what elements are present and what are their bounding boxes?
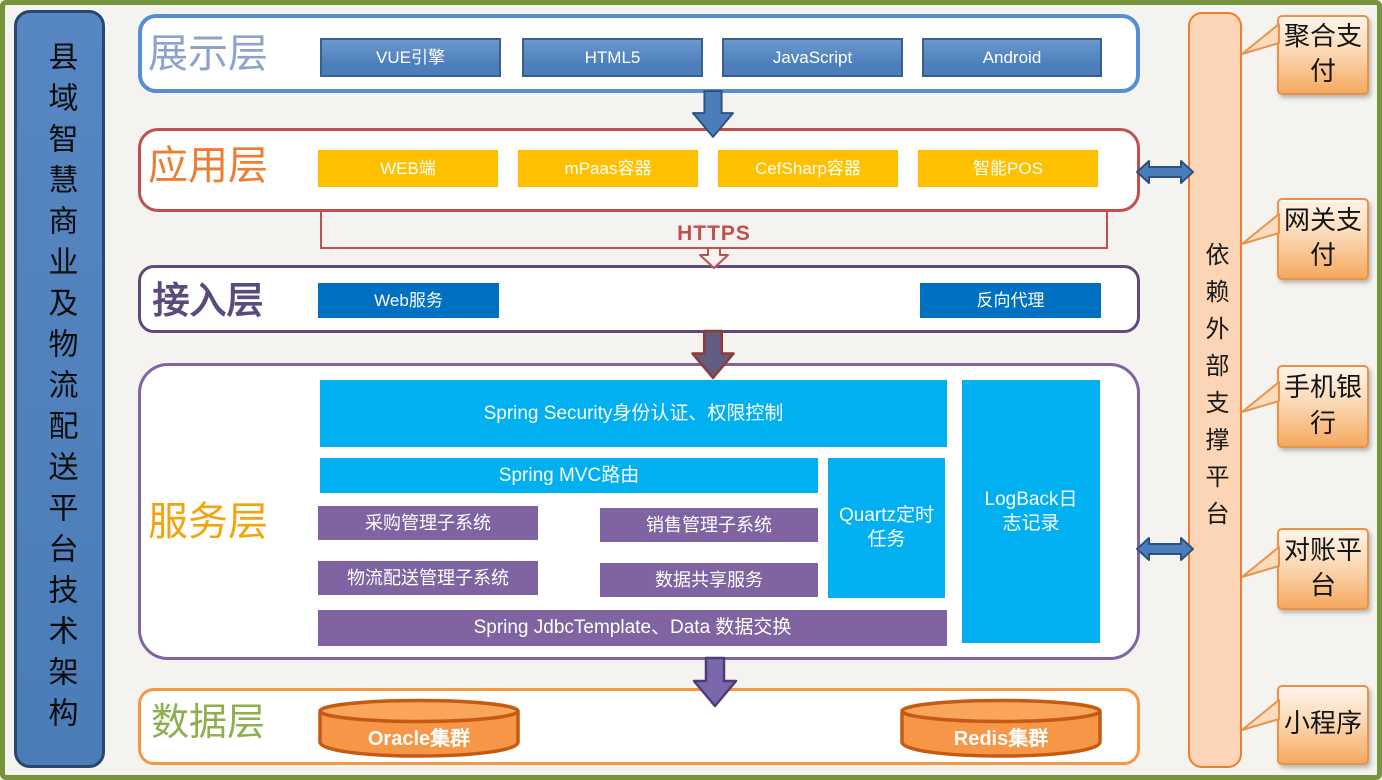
node-reverse-proxy: 反向代理 [920, 283, 1101, 318]
presentation-layer-label: 展示层 [148, 31, 268, 77]
node-cefsharp-container: CefSharp容器 [718, 150, 898, 187]
callout-pointer-icon [1241, 546, 1280, 578]
node-smart-pos: 智能POS [918, 150, 1098, 187]
node-mpaas-container: mPaas容器 [518, 150, 698, 187]
block-jdbc-template: Spring JdbcTemplate、Data 数据交换 [318, 610, 947, 646]
block-sales-subsystem: 销售管理子系统 [600, 508, 818, 542]
callout-gateway-payment: 网关支付 [1277, 198, 1369, 280]
node-javascript: JavaScript [722, 38, 903, 77]
data-layer-label: 数据层 [150, 700, 265, 744]
callout-pointer-icon [1241, 381, 1280, 413]
oracle-cluster-label: Oracle集群 [367, 728, 471, 750]
diagram-title: 县域智慧商业及物流配送平台技术架构 [42, 40, 78, 738]
block-spring-mvc: Spring MVC路由 [320, 458, 818, 493]
cylinder-redis-cluster: Redis集群 [898, 698, 1104, 758]
https-label: HTTPS [677, 222, 751, 245]
down-arrow-service-to-data-icon [692, 656, 738, 708]
double-arrow-application-external-icon [1136, 160, 1194, 184]
block-quartz: Quartz定时任务 [828, 458, 945, 598]
external-support-bar-label: 依赖外部支撑平台 [1201, 242, 1229, 538]
down-arrow-access-to-service-icon [691, 329, 735, 380]
callout-aggregate-payment: 聚合支付 [1277, 15, 1369, 95]
block-logback: LogBack日志记录 [962, 380, 1100, 643]
cylinder-oracle-cluster: Oracle集群 [316, 698, 522, 758]
https-bracket: HTTPS [320, 211, 1108, 249]
database-cylinder-icon [318, 698, 520, 758]
block-logistics-subsystem: 物流配送管理子系统 [318, 561, 538, 595]
callout-pointer-icon [1241, 213, 1280, 245]
down-arrow-presentation-to-application-icon [692, 90, 734, 138]
access-layer-label: 接入层 [152, 278, 264, 322]
application-layer-label: 应用层 [148, 143, 268, 189]
node-html5: HTML5 [522, 38, 703, 77]
callout-pointer-icon [1241, 699, 1280, 731]
double-arrow-service-external-icon [1136, 537, 1194, 561]
diagram-title-bar: 县域智慧商业及物流配送平台技术架构 [14, 10, 105, 768]
node-vue-engine: VUE引擎 [320, 38, 501, 77]
callout-mini-program: 小程序 [1277, 685, 1369, 765]
redis-cluster-label: Redis集群 [953, 728, 1049, 750]
service-layer-label: 服务层 [148, 499, 268, 545]
block-spring-security: Spring Security身份认证、权限控制 [320, 380, 947, 447]
callout-pointer-icon [1241, 23, 1280, 55]
external-support-bar: 依赖外部支撑平台 [1188, 12, 1242, 768]
callout-mobile-banking: 手机银行 [1277, 365, 1369, 448]
database-cylinder-icon [900, 698, 1102, 758]
block-data-share-service: 数据共享服务 [600, 563, 818, 597]
node-web-client: WEB端 [318, 150, 498, 187]
block-purchase-subsystem: 采购管理子系统 [318, 506, 538, 540]
node-web-service: Web服务 [318, 283, 499, 318]
callout-reconciliation-platform: 对账平台 [1277, 528, 1369, 610]
https-hollow-down-arrow-icon [699, 247, 729, 269]
node-android: Android [922, 38, 1102, 77]
